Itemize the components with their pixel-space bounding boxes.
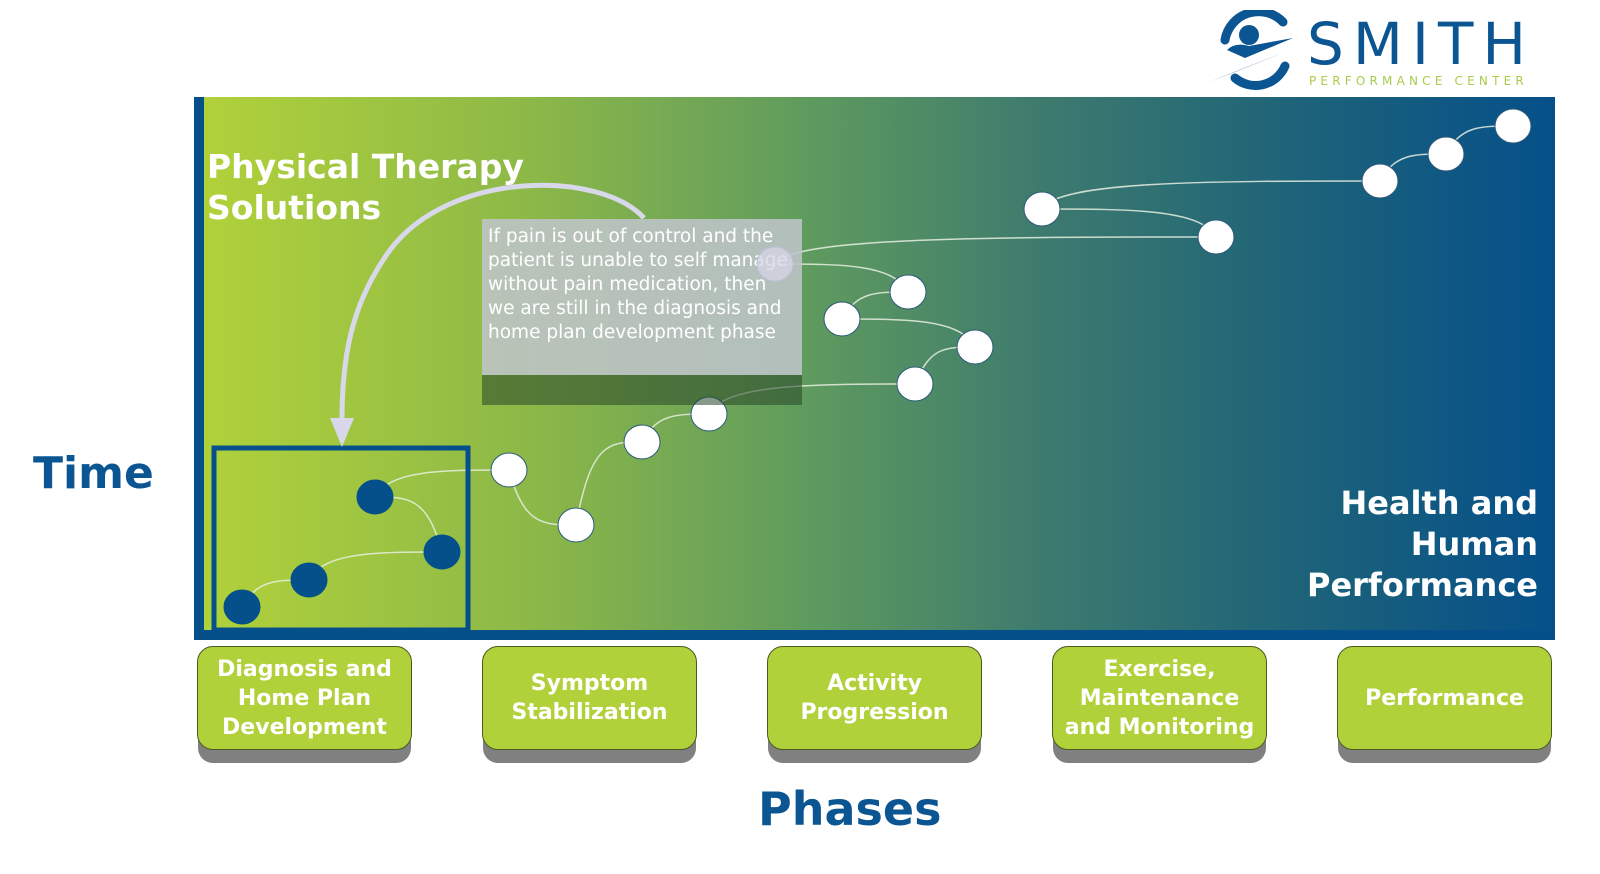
completed-journey-node bbox=[223, 589, 261, 625]
upcoming-journey-node bbox=[956, 329, 994, 365]
upcoming-journey-node bbox=[623, 424, 661, 460]
pain-control-callout: If pain is out of control and the patien… bbox=[482, 219, 802, 375]
completed-journey-node bbox=[423, 534, 461, 570]
physical-therapy-title: Physical Therapy Solutions bbox=[207, 147, 524, 227]
journey-connector bbox=[308, 551, 443, 581]
journey-connector bbox=[1041, 180, 1381, 210]
upcoming-journey-node bbox=[823, 301, 861, 337]
runner-swoosh-icon bbox=[1209, 7, 1293, 90]
upcoming-journey-node bbox=[1023, 191, 1061, 227]
journey-connector bbox=[841, 318, 976, 348]
y-axis-label: Time bbox=[33, 448, 154, 499]
journey-connector bbox=[1041, 208, 1217, 238]
upcoming-journey-node bbox=[1197, 219, 1235, 255]
callout-shadow bbox=[482, 375, 802, 405]
arrow-head-icon bbox=[330, 418, 354, 447]
phase-performance[interactable]: Performance bbox=[1337, 646, 1552, 750]
phase-activity-progression[interactable]: Activity Progression bbox=[767, 646, 982, 750]
logo-wordmark: SMITH bbox=[1307, 10, 1536, 78]
upcoming-journey-node bbox=[889, 274, 927, 310]
upcoming-journey-node bbox=[490, 452, 528, 488]
phase-symptom-stabilization[interactable]: Symptom Stabilization bbox=[482, 646, 697, 750]
completed-journey-node bbox=[290, 562, 328, 598]
health-performance-title: Health and Human Performance bbox=[1306, 484, 1538, 604]
y-axis-line bbox=[194, 97, 204, 640]
phase-diagnosis-home-plan[interactable]: Diagnosis and Home Plan Development bbox=[197, 646, 412, 750]
upcoming-journey-node bbox=[1494, 108, 1532, 144]
callout-arrow bbox=[339, 182, 646, 421]
completed-journey-node bbox=[356, 479, 394, 515]
upcoming-journey-node bbox=[896, 366, 934, 402]
logo-tagline: PERFORMANCE CENTER bbox=[1309, 74, 1528, 88]
upcoming-journey-node bbox=[1361, 163, 1399, 199]
x-axis-label: Phases bbox=[758, 782, 942, 836]
upcoming-journey-node bbox=[1427, 136, 1465, 172]
journey-connector bbox=[774, 236, 1217, 265]
phase-exercise-maintenance[interactable]: Exercise, Maintenance and Monitoring bbox=[1052, 646, 1267, 750]
smith-logo: SMITH PERFORMANCE CENTER bbox=[1205, 7, 1555, 95]
upcoming-journey-node bbox=[557, 507, 595, 543]
journey-panel bbox=[194, 97, 1555, 640]
journey-connector bbox=[374, 469, 510, 498]
current-phase-highlight-box bbox=[211, 445, 471, 633]
x-axis-line bbox=[194, 630, 1555, 640]
